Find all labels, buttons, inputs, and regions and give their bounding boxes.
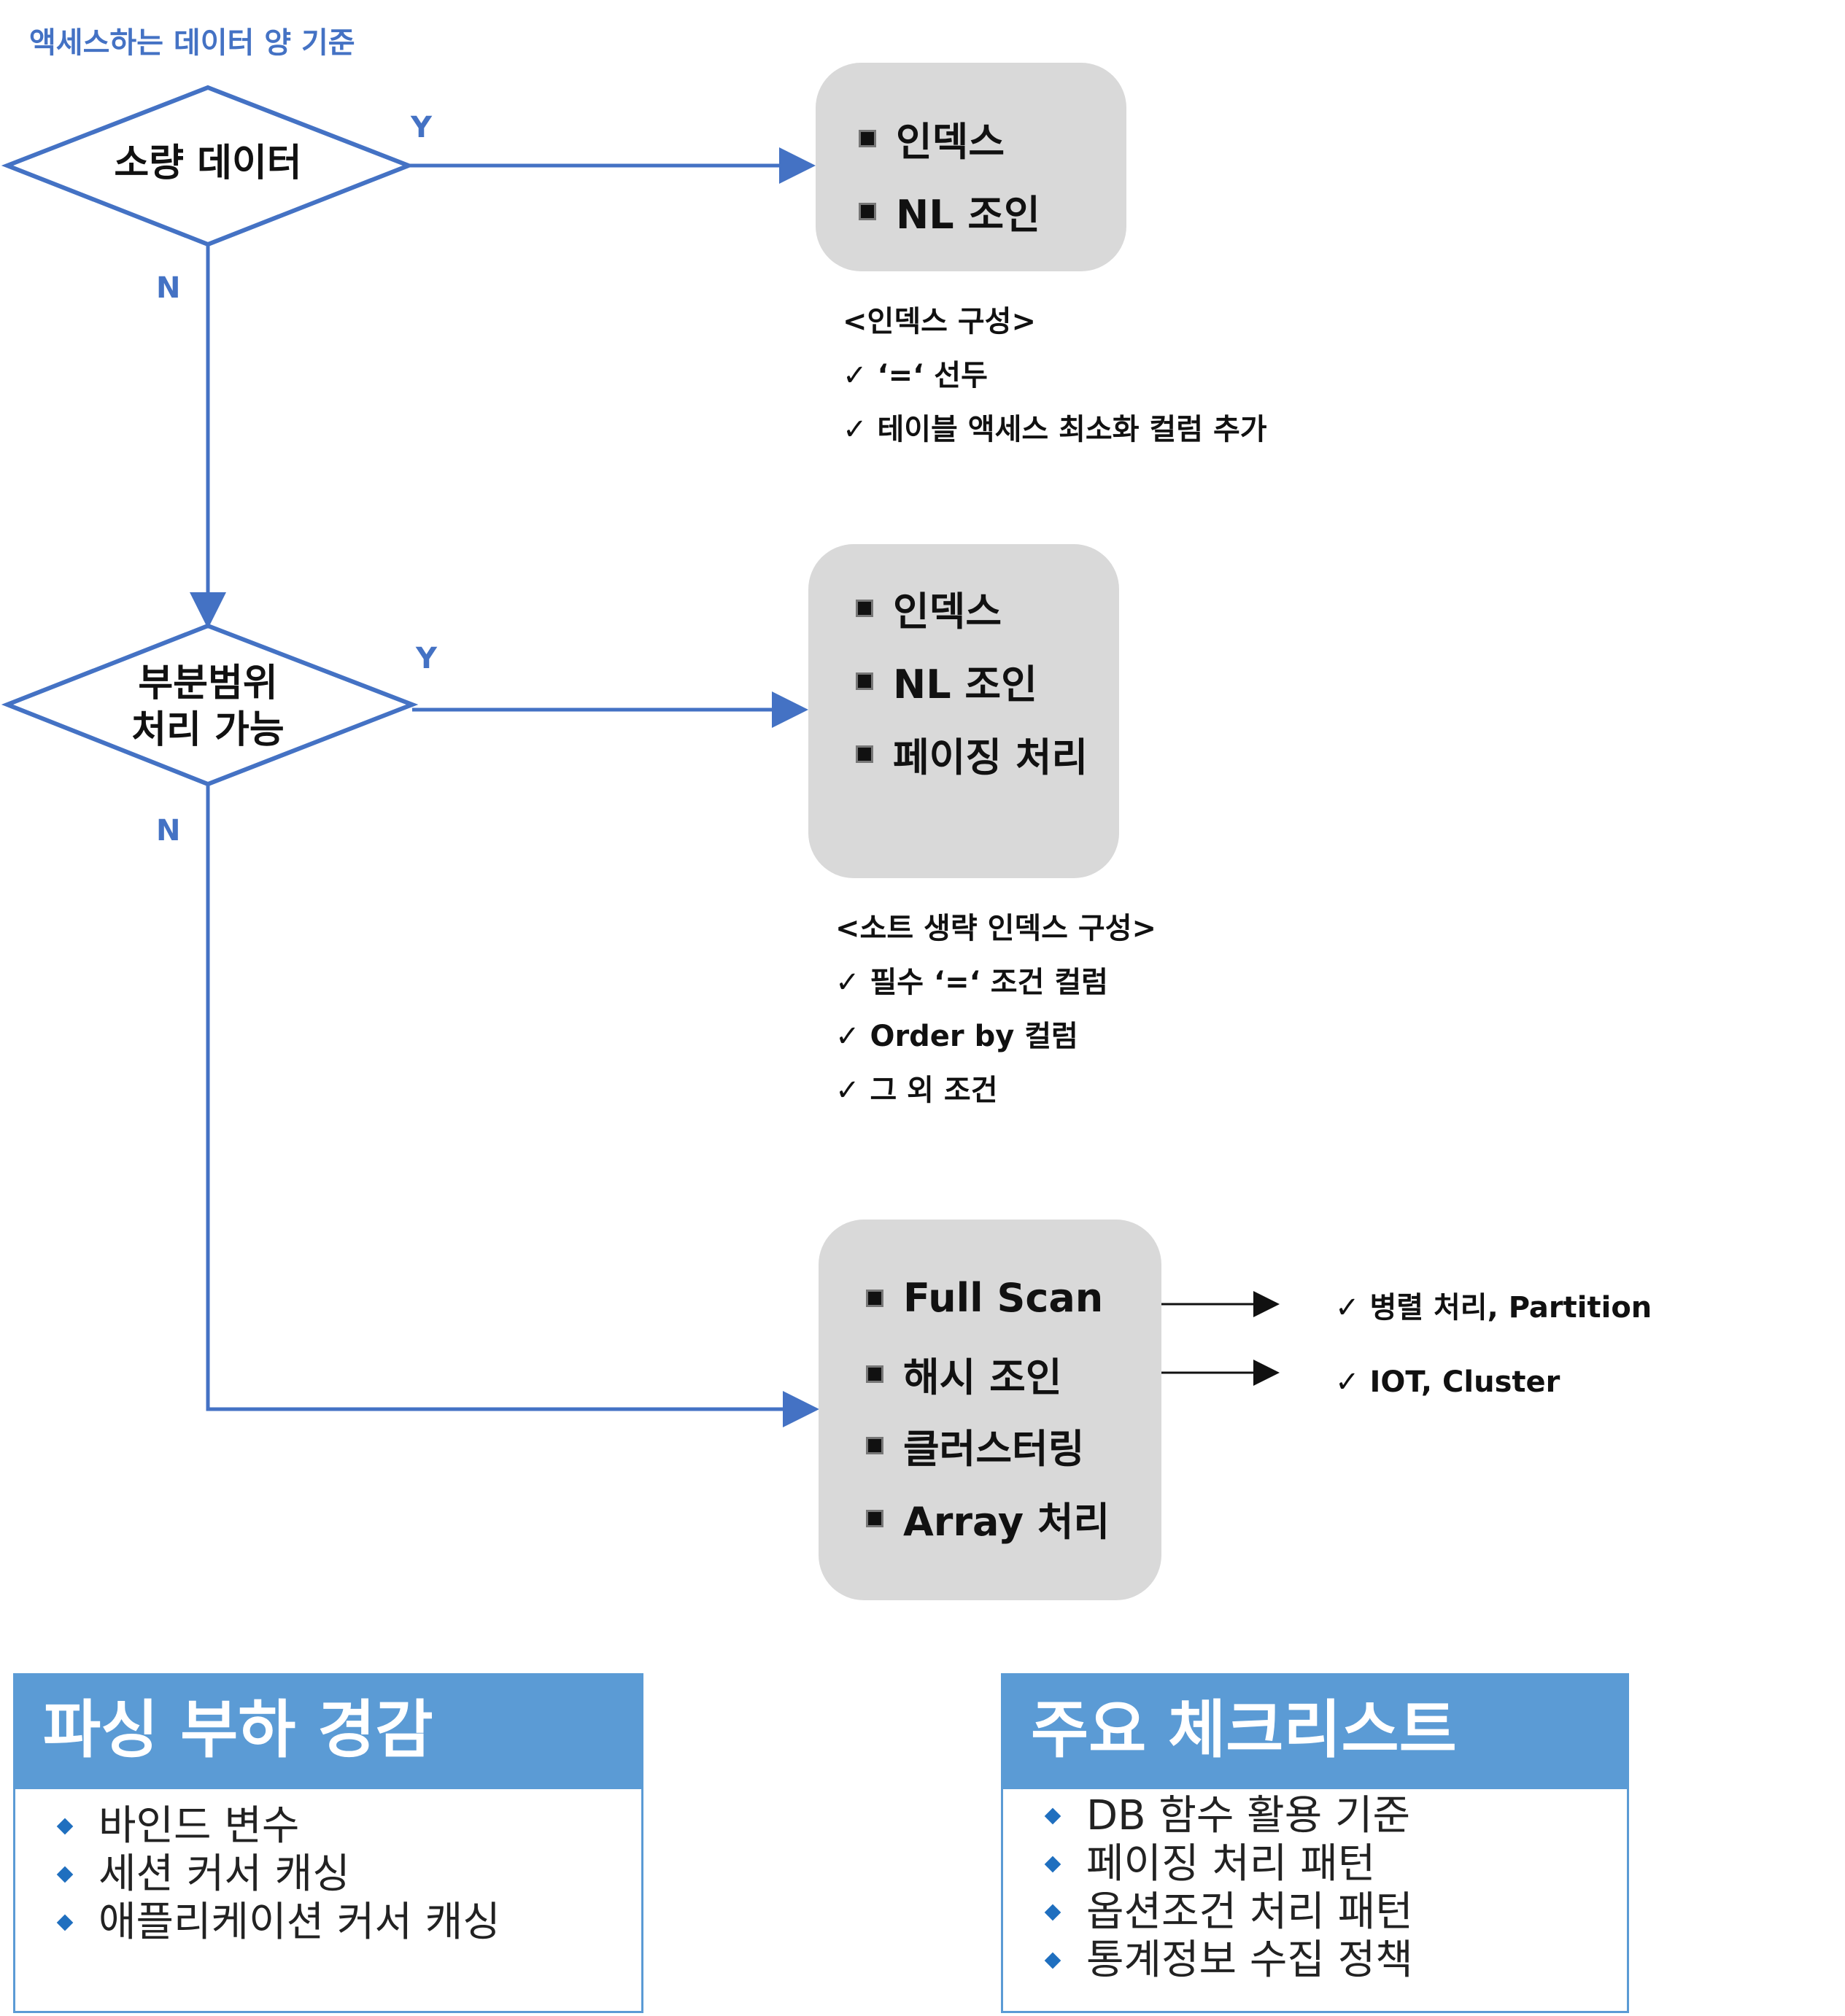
note-1-line: ✓ ‘=‘ 선두 [843, 359, 988, 392]
square-bullet-icon [861, 131, 874, 145]
result-box-small-data: 인덱스 NL 조인 [816, 63, 1126, 271]
panel-checklist: 주요 체크리스트 DB 함수 활용 기준 페이징 처리 패턴 옵션조건 처리 패… [1001, 1673, 1629, 2013]
decision-2-label-line2: 처리 가능 [131, 708, 285, 752]
list-item: 해시 조인 [868, 1345, 1062, 1403]
note-2-line: ✓ 필수 ‘=‘ 조건 컬럼 [835, 966, 1108, 999]
note-2-line: ✓ Order by 컬럼 [835, 1020, 1078, 1053]
note-1-heading: <인덱스 구성> [843, 305, 1036, 338]
list-item: DB 함수 활용 기준 [1003, 1792, 1627, 1840]
list-item: 페이징 처리 패턴 [1003, 1840, 1627, 1888]
side-note-iot: ✓ IOT, Cluster [1335, 1365, 1560, 1399]
result-box-large-data: Full Scan 해시 조인 클러스터링 Array 처리 [819, 1220, 1161, 1600]
decision-2-label: 부분범위 처리 가능 [44, 660, 372, 753]
list-item: 인덱스 [861, 109, 1005, 167]
square-bullet-icon [868, 1291, 881, 1305]
list-item: 세션 커서 캐싱 [15, 1850, 641, 1899]
square-bullet-icon [868, 1438, 881, 1452]
square-bullet-icon [858, 747, 871, 761]
list-item: 클러스터링 [868, 1416, 1084, 1474]
no-label-2: N [156, 814, 181, 848]
diamond-bullet-icon [56, 1914, 74, 1931]
diamond-bullet-icon [1044, 1952, 1061, 1969]
decision-2-label-line1: 부분범위 [138, 662, 278, 705]
diamond-bullet-icon [1044, 1904, 1061, 1921]
yes-label-1: Y [411, 111, 432, 144]
panel-parsing-load-title: 파싱 부하 경감 [15, 1675, 641, 1789]
no-arrow-2 [206, 784, 819, 1427]
diamond-bullet-icon [1044, 1856, 1061, 1873]
result-box-partial-range: 인덱스 NL 조인 페이징 처리 [808, 544, 1119, 878]
list-item: Array 처리 [868, 1489, 1110, 1547]
list-item: 옵션조건 처리 패턴 [1003, 1888, 1627, 1936]
square-bullet-icon [868, 1367, 881, 1381]
square-bullet-icon [868, 1511, 881, 1525]
no-label-1: N [156, 271, 181, 305]
diamond-bullet-icon [56, 1818, 74, 1835]
decision-1-label: 소량 데이터 [114, 141, 302, 185]
list-item: 애플리케이션 커서 캐싱 [15, 1899, 641, 1947]
list-item: NL 조인 [861, 182, 1040, 240]
list-item: 인덱스 [858, 579, 1002, 637]
diamond-bullet-icon [56, 1866, 74, 1883]
list-item: NL 조인 [858, 652, 1037, 710]
diagram-title: 액세스하는 데이터 양 기준 [29, 26, 355, 60]
square-bullet-icon [858, 674, 871, 688]
yes-label-2: Y [416, 642, 437, 675]
list-item: 바인드 변수 [15, 1802, 641, 1850]
note-2-line: ✓ 그 외 조건 [835, 1074, 998, 1107]
note-2-heading: <소트 생략 인덱스 구성> [835, 912, 1157, 945]
panel-checklist-title: 주요 체크리스트 [1003, 1675, 1627, 1789]
list-item: Full Scan [868, 1275, 1103, 1321]
list-item: 페이징 처리 [858, 725, 1088, 783]
diamond-bullet-icon [1044, 1807, 1061, 1825]
side-note-parallel: ✓ 병렬 처리, Partition [1335, 1291, 1652, 1325]
note-1-line: ✓ 테이블 액세스 최소화 컬럼 추가 [843, 413, 1267, 446]
square-bullet-icon [861, 204, 874, 218]
square-bullet-icon [858, 601, 871, 615]
list-item: 통계정보 수집 정책 [1003, 1936, 1627, 1985]
panel-parsing-load: 파싱 부하 경감 바인드 변수 세션 커서 캐싱 애플리케이션 커서 캐싱 [13, 1673, 643, 2013]
